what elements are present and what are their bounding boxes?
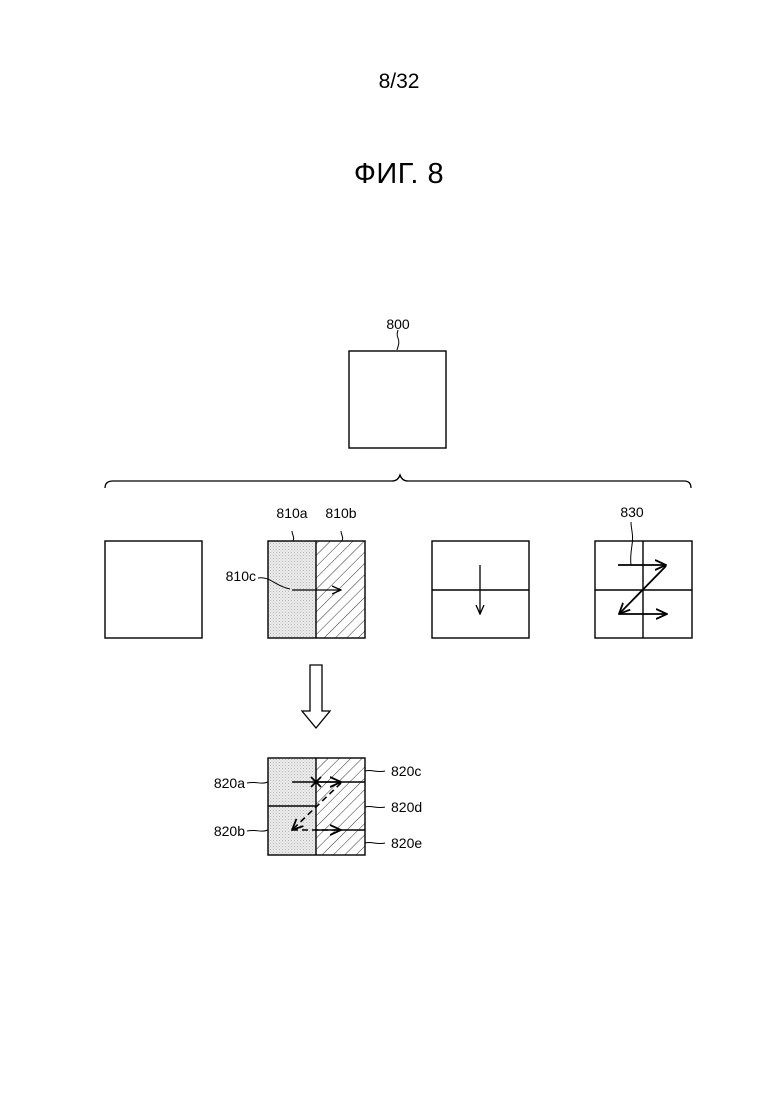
label-820b: 820b	[214, 823, 245, 839]
hollow-down-arrow	[302, 665, 330, 728]
label-830: 830	[620, 504, 644, 520]
label-800: 800	[386, 316, 410, 332]
label-820a: 820a	[214, 775, 245, 791]
label-810b: 810b	[325, 505, 356, 521]
label-820c: 820c	[391, 763, 421, 779]
label-820e: 820e	[391, 835, 422, 851]
label-810a: 810a	[276, 505, 307, 521]
no-split-block	[105, 541, 202, 638]
root-block: 800	[349, 316, 446, 448]
split-brace	[105, 475, 691, 488]
quad-split-block: 830	[595, 504, 692, 638]
sub-split-block: 820a 820b 820c 820d 820e	[214, 758, 423, 855]
label-810c: 810c	[226, 568, 256, 584]
horizontal-split-block	[432, 541, 529, 638]
label-820d: 820d	[391, 799, 422, 815]
vertical-split-block: 810a 810b 810c	[226, 505, 365, 638]
